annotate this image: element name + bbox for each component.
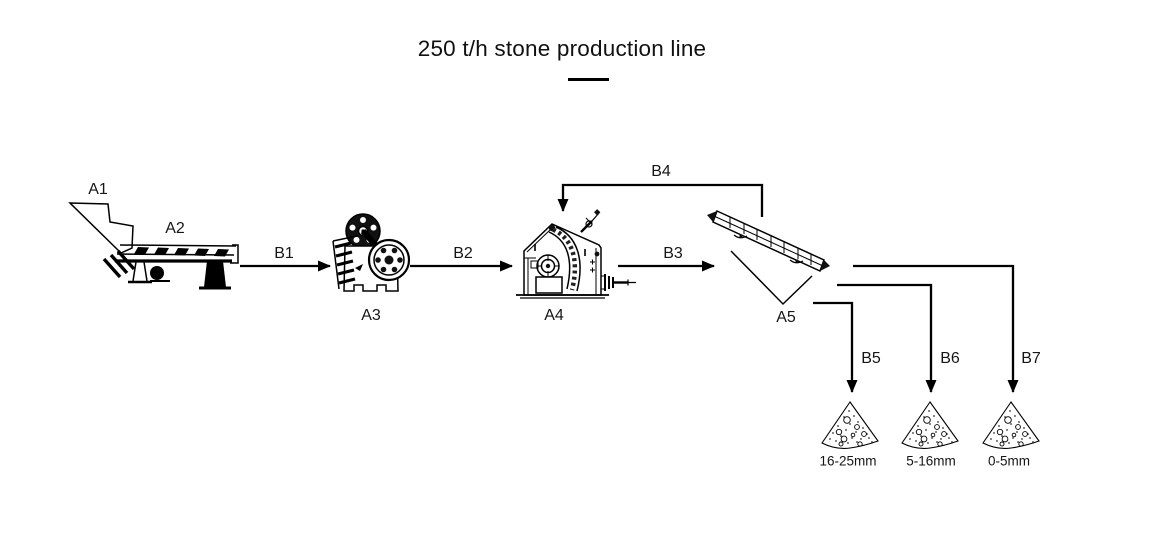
- feeder-chute-hatch: [102, 249, 136, 279]
- vibrating-feeder-icon: [68, 202, 239, 290]
- machine-label-a1: A1: [88, 181, 108, 198]
- title-underline: [568, 78, 609, 81]
- stone-piles: [821, 401, 1040, 449]
- machine-label-a5: A5: [776, 309, 796, 326]
- product-label-0-5mm: 0-5mm: [987, 453, 1031, 469]
- flow-label-b2: B2: [453, 245, 473, 262]
- vibrating-screen-icon: [707, 209, 830, 306]
- flow-label-b6: B6: [940, 350, 960, 367]
- flow-arrows: [240, 183, 1019, 393]
- machine-label-a4: A4: [544, 307, 564, 324]
- impact-crusher-icon: [516, 209, 636, 299]
- diagram-title: 250 t/h stone production line: [417, 36, 707, 61]
- stone-pile-16-25mm-icon: [821, 401, 879, 449]
- crusher-chute-hatch: [334, 241, 356, 285]
- screen-funnel: [730, 250, 813, 306]
- flow-label-b5: B5: [861, 350, 881, 367]
- flow-arrow-b6: [837, 283, 937, 393]
- flow-arrow-b4: [557, 183, 764, 217]
- machine-label-a3: A3: [361, 307, 381, 324]
- flow-arrow-b7: [853, 264, 1019, 393]
- flow-label-b4: B4: [651, 163, 671, 180]
- product-label-16-25mm: 16-25mm: [819, 453, 877, 469]
- flow-label-b1: B1: [274, 245, 294, 262]
- feeder-motor-icon: [150, 266, 164, 280]
- flow-arrow-b5: [813, 301, 858, 393]
- flow-label-b7: B7: [1021, 350, 1041, 367]
- flow-label-b3: B3: [663, 245, 683, 262]
- stone-pile-0-5mm-icon: [982, 401, 1040, 449]
- product-label-5-16mm: 5-16mm: [906, 453, 956, 469]
- machine-label-a2: A2: [165, 220, 185, 237]
- stone-pile-5-16mm-icon: [901, 401, 959, 449]
- jaw-crusher-icon: [332, 213, 411, 292]
